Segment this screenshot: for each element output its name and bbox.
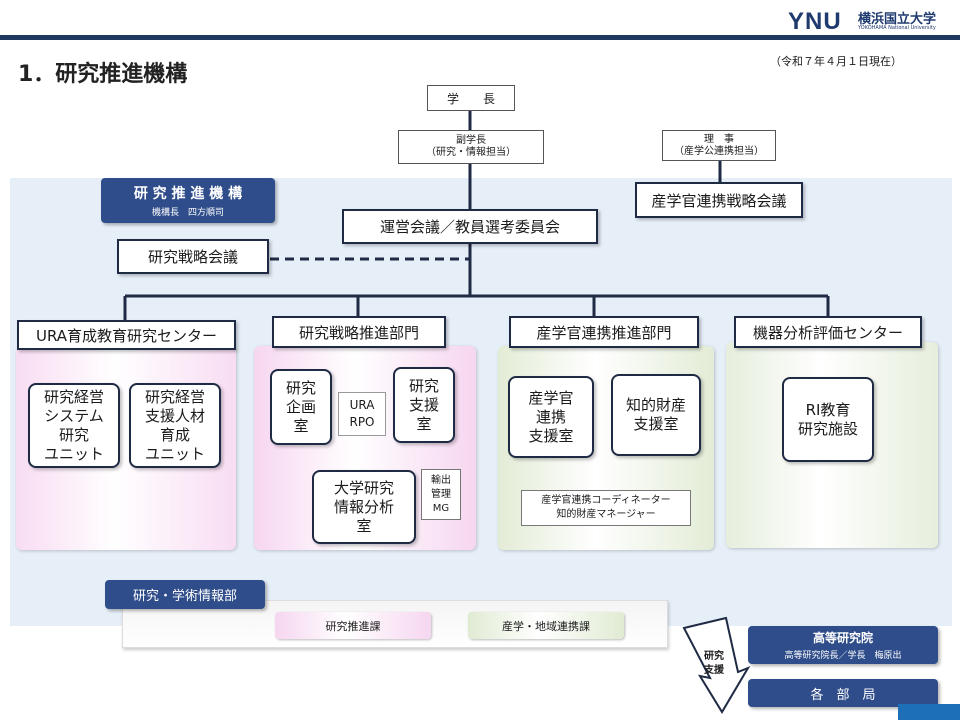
unit-research-management-system: 研究経営 システム 研究 ユニット: [28, 383, 120, 468]
coordinator-box: 産学官連携コーディネーター 知的財産マネージャー: [521, 490, 691, 526]
industry-council-box: 産学官連携戦略会議: [635, 182, 803, 218]
logo: YNU 横浜国立大学 YOKOHAMA National University: [788, 8, 958, 35]
strategy-council-label: 研究戦略会議: [147, 248, 238, 266]
office-name: 研究・学術情報部: [132, 589, 237, 604]
unit-research-info-analysis: 大学研究 情報分析 室: [312, 470, 416, 544]
unit-intellectual-property-support: 知的財産 支援室: [611, 374, 701, 456]
vice-president-title: 副学長: [456, 135, 486, 146]
section-industry-regional-label: 産学・地域連携課: [502, 619, 590, 633]
organization-head: 機構長 四方順司: [151, 208, 224, 218]
export-control-box: 輸出 管理 MG: [421, 469, 461, 520]
page-title: 1．研究推進機構: [18, 62, 188, 87]
organization-name: 研 究 推 進 機 構: [133, 186, 243, 202]
section-industry-regional: 産学・地域連携課: [468, 612, 624, 639]
dept-name-instrument: 機器分析評価センター: [752, 323, 903, 342]
management-council-box: 運営会議／教員選考委員会: [342, 209, 598, 244]
unit-support-personnel-training: 研究経営 支援人材 育成 ユニット: [129, 383, 221, 468]
industry-council-label: 産学官連携戦略会議: [651, 191, 787, 210]
section-research-promotion-label: 研究推進課: [325, 619, 381, 633]
institute-head: 高等研究院長／学長 梅原出: [784, 651, 902, 661]
dept-name-strategy: 研究戦略推進部門: [298, 323, 419, 342]
office-badge: 研究・学術情報部: [105, 580, 265, 609]
corner-block: [898, 704, 960, 720]
unit-ri-education-facility: RI教育 研究施設: [782, 377, 874, 462]
organization-badge: 研 究 推 進 機 構 機構長 四方順司: [101, 178, 275, 223]
president-box: 学 長: [427, 85, 515, 111]
header-bar: [0, 35, 960, 40]
dept-header-ura: URA育成教育研究センター: [17, 320, 236, 350]
unit-research-support: 研究 支援 室: [393, 367, 455, 443]
dept-header-instrument: 機器分析評価センター: [734, 316, 922, 348]
strategy-council-box: 研究戦略会議: [117, 239, 269, 274]
logo-japanese: 横浜国立大学: [858, 12, 937, 27]
director-title: 理 事: [704, 133, 734, 145]
vice-president-box: 副学長 （研究・情報担当）: [398, 130, 544, 164]
dept-name-industry: 産学官連携推進部門: [536, 323, 672, 342]
support-arrow: [682, 616, 751, 714]
president-label: 学 長: [446, 91, 495, 106]
vice-president-role: （研究・情報担当）: [426, 147, 516, 158]
institute-badge: 高等研究院 高等研究院長／学長 梅原出: [748, 626, 938, 664]
logo-english: YOKOHAMA National University: [858, 25, 936, 31]
unit-research-planning: 研究 企画 室: [270, 369, 332, 445]
dept-header-industry: 産学官連携推進部門: [509, 316, 699, 348]
dept-name-ura: URA育成教育研究センター: [35, 326, 218, 345]
support-label: 研究 支援: [704, 651, 724, 676]
director-role: （産学公連携担当）: [674, 145, 764, 157]
faculties-badge: 各 部 局: [748, 679, 938, 707]
director-box: 理 事 （産学公連携担当）: [662, 130, 776, 161]
institute-name: 高等研究院: [812, 631, 873, 645]
faculties-label: 各 部 局: [810, 687, 876, 703]
section-research-promotion: 研究推進課: [275, 612, 431, 639]
date-note: （令和７年４月１日現在）: [770, 55, 902, 68]
dept-header-strategy: 研究戦略推進部門: [272, 316, 446, 348]
ura-rpo-box: URA RPO: [338, 392, 386, 436]
logo-mark: YNU: [788, 8, 842, 35]
unit-industry-collaboration-support: 産学官 連携 支援室: [508, 376, 594, 458]
management-council-label: 運営会議／教員選考委員会: [379, 218, 560, 236]
